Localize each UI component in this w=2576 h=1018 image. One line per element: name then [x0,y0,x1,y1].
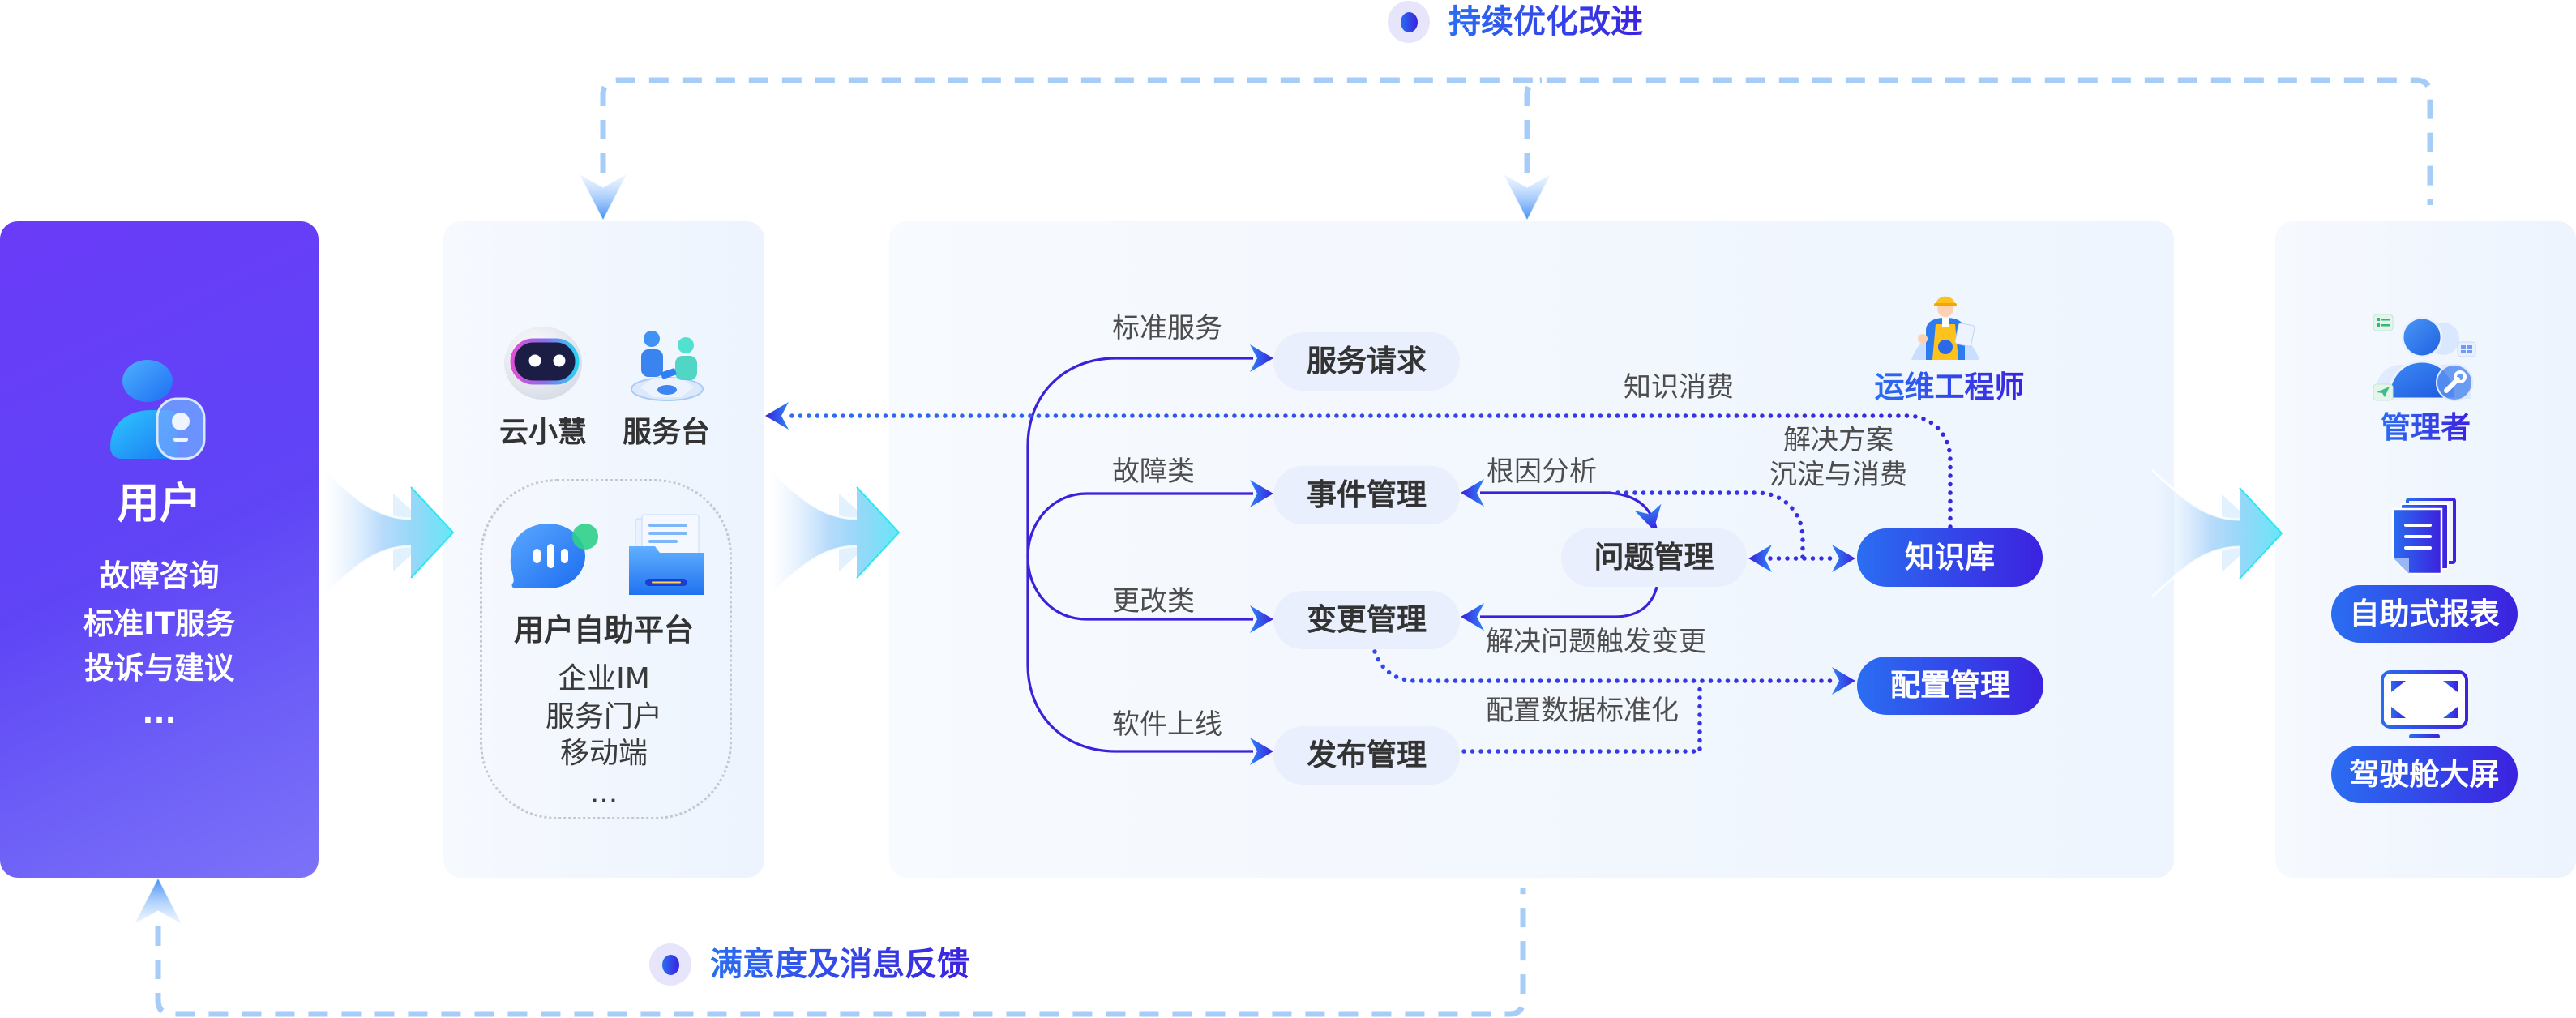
edge-label-line: 解决方案 [1783,424,1893,456]
manager-panel: 管理者 自助式报表 驾驶舱大屏 [2275,221,2576,878]
arrowhead-icon [1250,344,1273,372]
edge-label-config-standardization: 配置数据标准化 [1486,695,1679,727]
knowledge-consumption-connector [784,413,1953,529]
self-service-item: 企业IM [558,662,650,695]
folder-icon [629,514,704,595]
arrowhead-icon [765,402,789,430]
change-config-connector [1372,649,1838,683]
arrowhead-icon [1250,480,1273,507]
release-config-connector [1461,683,1702,754]
problem-change-connector [1480,586,1658,618]
edge-label-problem-triggers-change: 解决问题触发变更 [1486,626,1706,658]
continuous-improvement-label: 持续优化改进 [1388,0,1643,44]
node-incident-management: 事件管理 [1273,466,1460,524]
report-icon [2391,498,2456,575]
self-service-more: ... [589,776,618,810]
channel-label-service-desk: 服务台 [622,416,710,449]
robot-assistant-icon [504,327,582,400]
edge-label-line: 沉淀与消费 [1769,459,1907,491]
edge-label-knowledge-consumption: 知识消费 [1624,371,1734,404]
self-service-title: 用户自助平台 [514,613,694,648]
manager-label: 管理者 [2275,410,2576,446]
self-service-item: 移动端 [559,737,648,770]
node-problem-management: 问题管理 [1561,528,1747,587]
flow-arrow-icon [322,468,455,597]
satisfaction-feedback-text: 满意度及消息反馈 [710,943,969,986]
node-release-management: 发布管理 [1273,726,1460,785]
service-desk-icon [631,331,704,401]
chat-bubble-icon [510,524,598,588]
node-change-management: 变更管理 [1273,591,1460,649]
edge-label-root-cause: 根因分析 [1487,456,1597,488]
edge-label-fault: 故障类 [1112,456,1195,488]
user-panel: 用户 故障咨询 标准IT服务 投诉与建议 ... [0,221,319,878]
arrowhead-icon [1250,605,1273,633]
engineer-label: 运维工程师 [1860,370,2039,405]
feedback-loop-path [155,888,1526,1017]
bullet-dot-icon [1388,1,1430,43]
manager-icon [2373,314,2476,401]
user-title: 用户 [117,480,202,528]
service-entry-panel: 云小慧 服务台 用户自助平台 企业IM 服 [443,221,764,878]
flow-arrow-icon [2150,468,2283,598]
self-service-group [480,479,732,819]
channel-label-yunxiaohui: 云小慧 [499,416,587,449]
edge-label-solution-sedimentation: 解决方案 沉淀与消费 [1757,423,1919,493]
manager-label-text: 管理者 [2381,410,2471,445]
node-service-request: 服务请求 [1273,332,1460,391]
edge-label-standard-service: 标准服务 [1112,312,1222,344]
flow-arrow-icon [768,468,901,597]
arrowhead-icon [1832,667,1855,695]
continuous-improvement-text: 持续优化改进 [1448,0,1643,44]
edge-label-change-type: 更改类 [1112,585,1195,618]
user-need-item: 标准IT服务 [83,606,235,641]
node-configuration-management: 配置管理 [1857,657,2043,715]
user-need-item: 投诉与建议 [84,651,234,686]
user-icon [110,360,206,460]
arrowhead-icon [1832,545,1855,572]
fault-change-connector [1026,492,1253,621]
dashboard-screen-icon [2381,670,2468,738]
user-need-item: 故障咨询 [99,558,220,593]
improvement-loop-branch [1524,77,1543,173]
edge-label-software-release: 软件上线 [1112,708,1222,741]
improvement-loop-path [600,77,2433,205]
bullet-dot-icon [649,943,691,986]
engineer-label-text: 运维工程师 [1874,370,2025,404]
cockpit-screen-pill: 驾驶舱大屏 [2331,746,2518,803]
self-service-report-pill: 自助式报表 [2331,585,2518,643]
self-service-item: 服务门户 [545,700,662,734]
satisfaction-feedback-label: 满意度及消息反馈 [649,943,969,986]
engineer-icon [1911,296,1979,360]
user-need-more: ... [142,695,177,730]
arrowhead-icon [1250,738,1273,765]
node-knowledge-base: 知识库 [1857,528,2043,587]
